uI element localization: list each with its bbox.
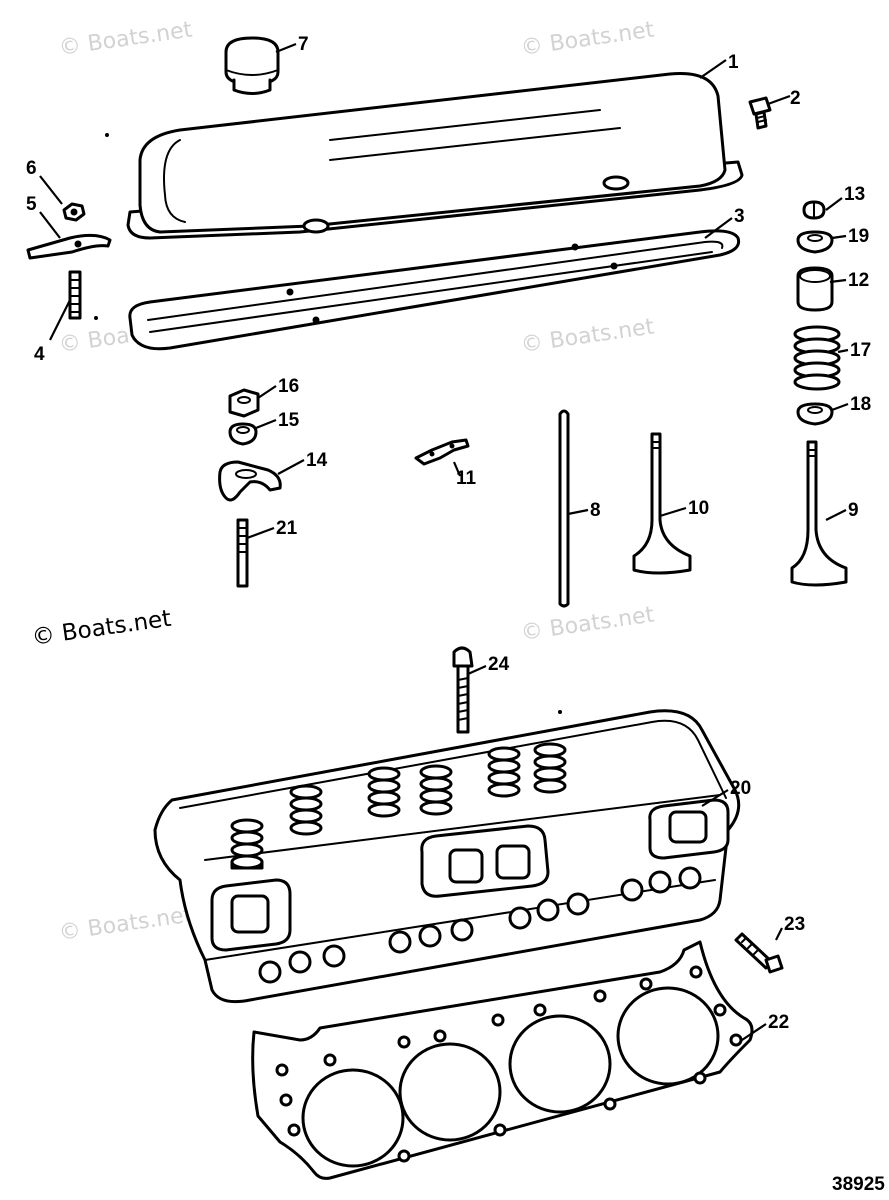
spring-seat	[796, 402, 834, 426]
callout-5: 5	[26, 194, 37, 215]
rocker-arm-ball	[228, 422, 258, 446]
nut-6	[62, 202, 86, 222]
callout-6: 6	[26, 158, 37, 179]
callouts: 1 2 3 4 5 6 7 8 9 10 11 12 13 14 15 16 1…	[26, 34, 871, 1033]
callout-23: 23	[784, 914, 805, 935]
callout-4: 4	[34, 344, 45, 365]
callout-13: 13	[844, 184, 865, 205]
callout-8: 8	[590, 500, 601, 521]
valve-rocker-cover	[126, 71, 744, 240]
cylinder-head	[153, 709, 741, 1004]
stud-4	[68, 270, 98, 320]
callout-7: 7	[298, 34, 309, 55]
callout-1: 1	[728, 52, 739, 73]
reference-number: 38925	[832, 1174, 885, 1195]
intake-valve	[632, 432, 692, 575]
watermark: © Boats.net	[519, 314, 656, 357]
callout-15: 15	[278, 410, 300, 431]
cover-gasket	[128, 229, 741, 351]
head-gasket	[251, 940, 754, 1180]
valve-shield	[796, 266, 834, 312]
callout-9: 9	[848, 500, 859, 521]
head-bolt-24	[452, 646, 474, 734]
callout-11: 11	[456, 468, 477, 489]
callout-3: 3	[734, 206, 745, 227]
watermark: © Boats.net	[30, 606, 173, 651]
push-rod-guide	[414, 438, 470, 466]
callout-21: 21	[276, 518, 298, 539]
callout-24: 24	[488, 654, 510, 675]
callout-17: 17	[850, 340, 871, 361]
callout-18: 18	[850, 394, 871, 415]
callout-14: 14	[306, 450, 328, 471]
callout-10: 10	[688, 498, 709, 519]
valve-spring	[793, 325, 841, 391]
valve-cap	[796, 230, 834, 254]
leader-lines	[39, 42, 849, 1041]
head-springs	[230, 742, 567, 870]
watermark: © Boats.net	[57, 17, 194, 60]
rocker-arm-nut	[228, 388, 260, 418]
rocker-arm	[218, 460, 282, 502]
callout-22: 22	[768, 1012, 789, 1033]
oil-filler-cap	[224, 36, 280, 95]
watermark: © Boats.net	[57, 902, 194, 945]
rocker-arm-stud	[236, 518, 249, 588]
callout-20: 20	[730, 778, 751, 799]
watermark: © Boats.net	[519, 17, 656, 60]
callout-2: 2	[790, 88, 801, 109]
watermark: © Boats.net	[519, 602, 656, 645]
callout-19: 19	[848, 226, 869, 247]
valve-lock	[802, 200, 826, 220]
callout-12: 12	[848, 270, 869, 291]
push-rod	[558, 409, 570, 608]
callout-16: 16	[278, 376, 299, 397]
head-bolt-23	[734, 932, 784, 974]
exhaust-valve	[790, 440, 848, 587]
bracket-5	[26, 233, 112, 260]
cover-bolt	[748, 96, 772, 130]
